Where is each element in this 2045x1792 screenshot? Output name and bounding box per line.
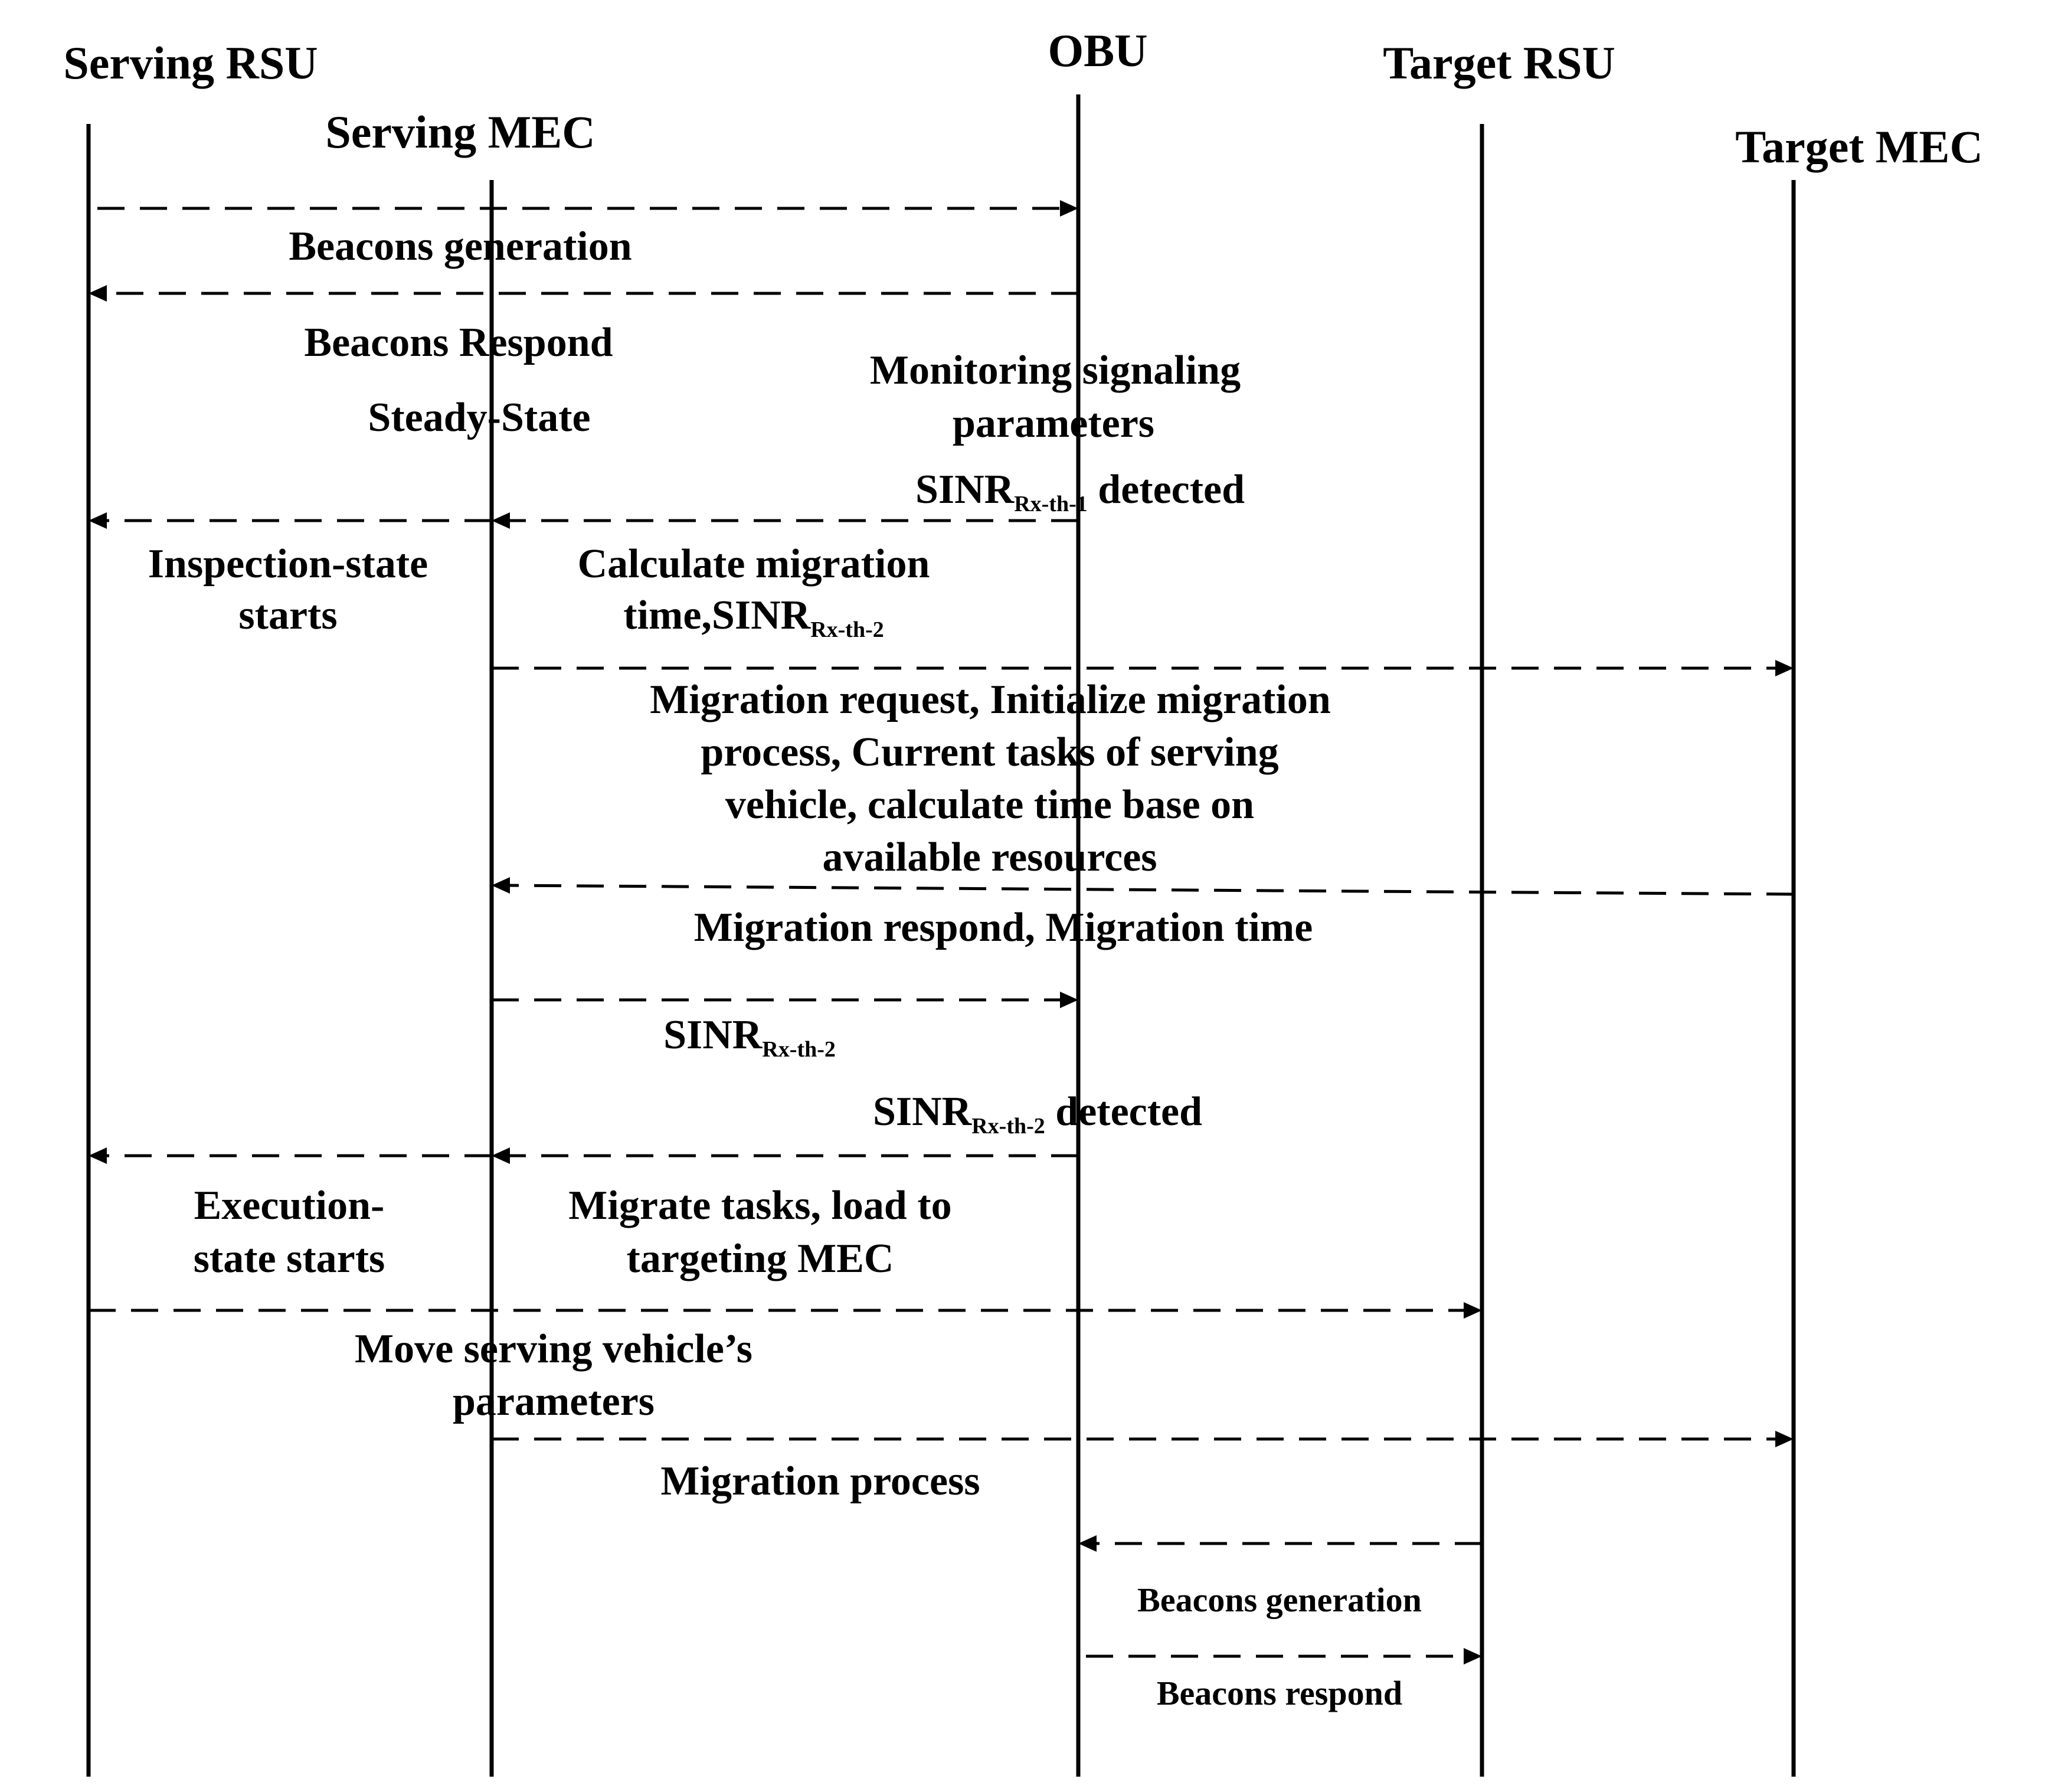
label-migration-request-line-1: Migration request, Initialize migration [650,677,1331,722]
arrowhead-left [89,512,107,529]
arrowhead-left [89,1147,107,1164]
label-migration-request-line-4: available resources [822,835,1157,880]
sinr-text: SINR [712,593,812,638]
label-move-params-line-2: parameters [453,1379,655,1424]
label-beacons-respond: Beacons Respond [304,320,613,365]
arrowhead-left [492,877,510,894]
label-move-params-line-1: Move serving vehicle’s [355,1326,752,1372]
arrowhead-right [1060,200,1078,217]
arrow-migration-respond [506,884,1794,896]
label-beacons-generation: Beacons generation [289,224,632,269]
label-target-beacons-respond: Beacons respond [1157,1674,1402,1712]
sinr-subscript: Rx-th-2 [762,1037,836,1062]
participant-obu: OBU [1048,25,1147,76]
label-inspection-line-1: Inspection-state [148,541,428,587]
arrowhead-left [89,285,107,302]
lifelines [86,94,1796,1777]
arrowhead-right [1464,1648,1482,1665]
message-labels: Beacons generation Beacons Respond Stead… [148,224,1422,1712]
sinr-subscript: Rx-th-1 [1014,492,1088,516]
label-migrate-tasks-line-2: targeting MEC [627,1236,894,1281]
message-arrows [89,207,1794,1658]
arrowhead-right [1060,992,1078,1008]
detected-text: detected [1088,467,1245,512]
participant-serving-mec: Serving MEC [325,106,595,158]
label-steady-state: Steady-State [368,395,590,440]
detected-text: detected [1045,1089,1202,1134]
arrowhead-left [1078,1535,1097,1552]
label-execution-line-1: Execution- [194,1183,385,1228]
label-execution-line-2: state starts [194,1236,385,1281]
label-monitoring-line-1: Monitoring signaling [870,348,1241,393]
label-migration-process: Migration process [660,1459,980,1504]
label-migrate-tasks-line-1: Migrate tasks, load to [568,1183,951,1228]
label-calculate-line-1: Calculate migration [578,541,930,587]
participant-target-rsu: Target RSU [1383,37,1615,89]
label-inspection-line-2: starts [238,593,337,638]
label-migration-respond: Migration respond, Migration time [694,905,1313,950]
sinr-subscript: Rx-th-2 [971,1114,1045,1139]
arrowhead-left [492,512,510,529]
label-target-beacons-generation: Beacons generation [1137,1581,1422,1619]
sinr-subscript: Rx-th-2 [810,617,884,642]
arrowhead-right [1775,1431,1794,1447]
calculate-time-text: time, [623,593,712,638]
label-migration-request-line-3: vehicle, calculate time base on [725,782,1254,828]
arrowhead-left [492,1147,510,1164]
label-sinr2: SINRRx-th-2 [663,1012,836,1062]
label-migration-request-line-2: process, Current tasks of serving [701,730,1278,775]
participant-labels: Serving RSU Serving MEC OBU Target RSU T… [63,25,1982,172]
sinr-text: SINR [873,1089,973,1134]
label-calculate-line-2: time,SINRRx-th-2 [623,593,884,642]
label-sinr2-detected: SINRRx-th-2 detected [873,1089,1202,1139]
arrowheads [89,200,1794,1665]
participant-serving-rsu: Serving RSU [63,37,318,89]
label-sinr1-detected: SINRRx-th-1 detected [915,467,1245,516]
label-monitoring-line-2: parameters [953,401,1154,446]
participant-target-mec: Target MEC [1735,121,1983,172]
sinr-text: SINR [915,467,1015,512]
arrowhead-right [1464,1302,1482,1319]
sinr-text: SINR [663,1012,763,1058]
arrowhead-right [1775,660,1794,676]
